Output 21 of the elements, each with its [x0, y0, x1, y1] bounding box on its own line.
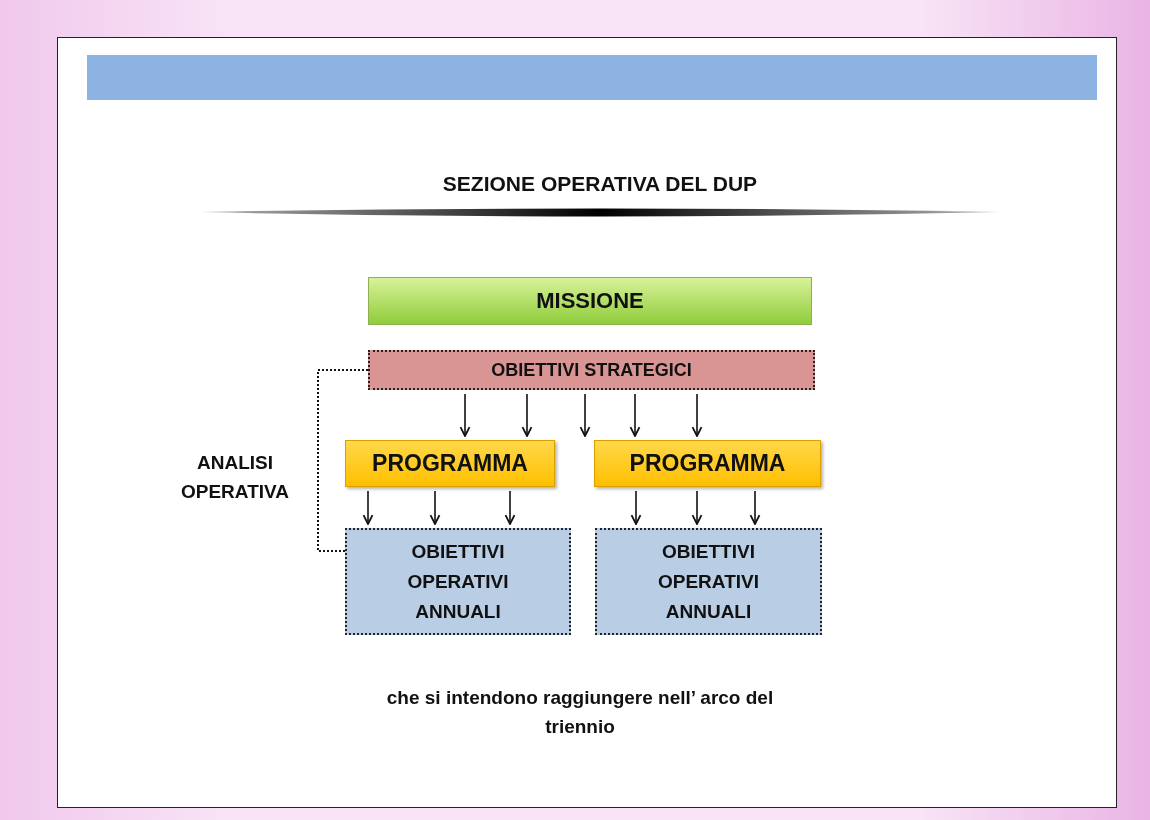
mission-box: MISSIONE [368, 277, 812, 325]
note-text: che si intendono raggiungere nell’ arco del triennio [385, 686, 775, 740]
arrow [749, 490, 761, 525]
arrow [629, 393, 641, 437]
arrow [521, 393, 533, 437]
arrow [691, 393, 703, 437]
arrow [459, 393, 471, 437]
arrow [691, 490, 703, 525]
objectives-box: OBIETTIVI OPERATIVI ANNUALI [595, 528, 822, 635]
arrow [630, 490, 642, 525]
arrow [504, 490, 516, 525]
connector-line [317, 369, 369, 552]
objectives-box: OBIETTIVI STRATEGICI [368, 350, 815, 390]
diagram-title: SEZIONE OPERATIVA DEL DUP [441, 172, 759, 196]
arrow [579, 393, 591, 437]
side-label: ANALISI OPERATIVA [180, 451, 290, 505]
arrow [429, 490, 441, 525]
program-box: PROGRAMMA [345, 440, 555, 487]
objectives-box: OBIETTIVI OPERATIVI ANNUALI [345, 528, 571, 635]
arrow [362, 490, 374, 525]
program-box: PROGRAMMA [594, 440, 821, 487]
